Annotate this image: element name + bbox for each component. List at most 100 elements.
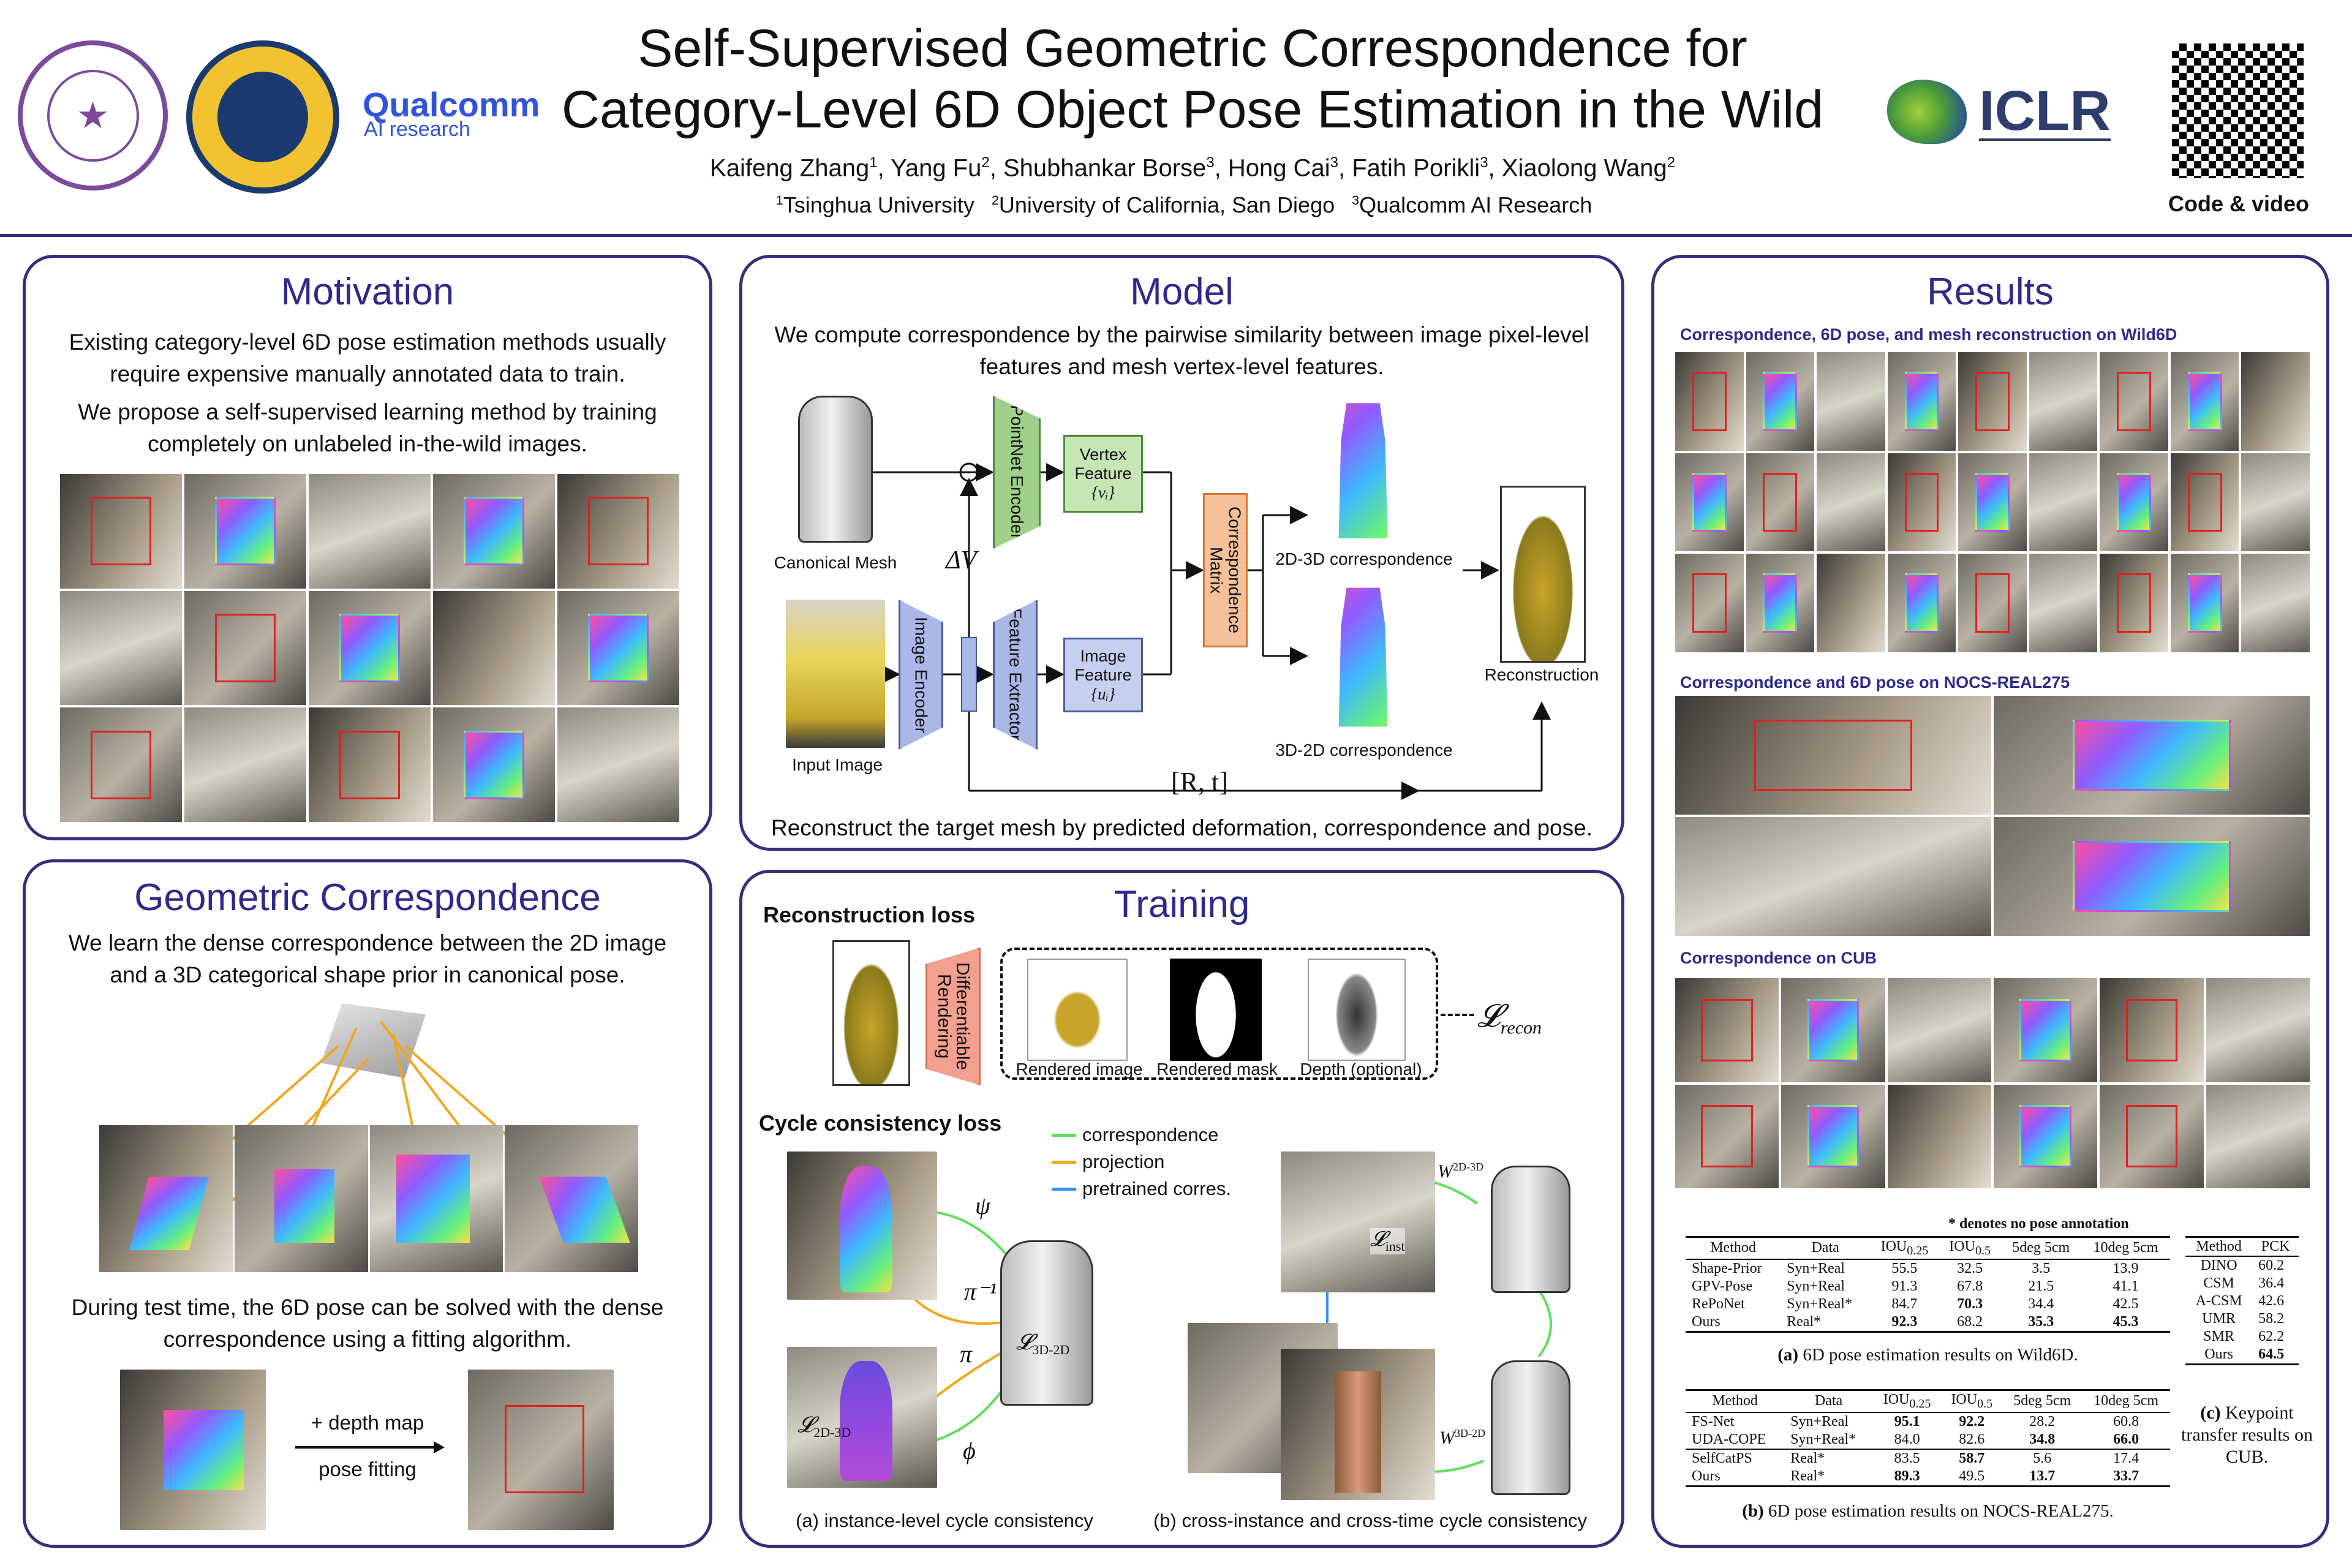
column-header-subscript: 0.5: [1977, 1396, 1993, 1411]
annotation-note: * denotes no pose annotation: [1948, 1216, 2129, 1232]
star-icon: ★: [47, 69, 139, 162]
result-image: [1781, 1084, 1885, 1188]
table-cell: 68.2: [1957, 1313, 1983, 1330]
result-image: [2100, 554, 2168, 652]
author-name: Yang Fu: [891, 154, 982, 182]
depth-map-label: + depth map: [311, 1411, 424, 1434]
table-c-caption: (c) Keypoint transfer results on CUB.: [2181, 1403, 2313, 1467]
result-image: [2029, 453, 2098, 552]
arrowhead-icon: [434, 1441, 445, 1453]
results-subheading-cub: Correspondence on CUB: [1680, 949, 1877, 967]
author-name: Fatih Porikli: [1352, 154, 1480, 182]
table-cell: Ours: [1692, 1468, 1721, 1484]
result-image: [1675, 352, 1744, 451]
table-b-caption: (b) 6D pose estimation results on NOCS-R…: [1742, 1501, 2114, 1521]
motivation-text: completely on unlabeled in-the-wild imag…: [148, 431, 587, 456]
table-cell: 13.7: [2029, 1468, 2056, 1484]
model-arrows: [873, 462, 1551, 800]
table-cell: 70.3: [1957, 1295, 1983, 1312]
result-image: [1817, 453, 1885, 552]
arrow-icon: [295, 1446, 440, 1449]
table-cell: 42.5: [2113, 1295, 2139, 1312]
table-cell: 3.5: [2032, 1260, 2051, 1276]
result-image: [1887, 453, 1956, 552]
result-image: [1675, 1084, 1779, 1188]
l-inst-label: 𝓛inst: [1370, 1228, 1405, 1254]
canonical-mesh-image: [798, 396, 873, 543]
column-header: 10deg 5cm: [2093, 1240, 2158, 1256]
table-cell: 91.3: [1891, 1278, 1918, 1294]
cycle-photo-a2: [787, 1347, 937, 1488]
delta-v-label: ΔV: [946, 546, 977, 575]
qr-code[interactable]: [2164, 36, 2312, 186]
author-name: Shubhankar Borse: [1003, 154, 1207, 182]
header-divider: [0, 234, 2352, 237]
table-cell: 13.9: [2113, 1260, 2139, 1276]
result-image: [1887, 352, 1956, 451]
result-image: [60, 474, 182, 589]
result-image: [184, 590, 306, 706]
table-cell: 28.2: [2029, 1413, 2056, 1430]
result-image: [2241, 453, 2310, 552]
column-header-subscript: 0.25: [1909, 1396, 1931, 1411]
ucsd-logo: [186, 40, 339, 194]
geometric-text: During test time, the 6D pose can be sol…: [71, 1295, 664, 1320]
table-cell: 66.0: [2113, 1431, 2139, 1447]
table-cell: 35.3: [2028, 1313, 2054, 1330]
caption-a: (a) instance-level cycle consistency: [796, 1510, 1093, 1531]
table-cell: 21.5: [2028, 1278, 2054, 1294]
table-cell: 45.3: [2113, 1313, 2139, 1330]
table-cell: 49.5: [1959, 1468, 1985, 1484]
cycle-photo-b1: [1281, 1152, 1435, 1292]
author-name: Kaifeng Zhang: [710, 154, 870, 182]
results-panel: Results Correspondence, 6D pose, and mes…: [1651, 255, 2329, 1548]
column-header: PCK: [2261, 1238, 2290, 1254]
pointnet-encoder: PointNet Encoder: [993, 396, 1041, 549]
corr-2d3d-image: [1338, 403, 1388, 538]
column-header-subscript: 0.5: [1975, 1243, 1991, 1257]
author-affiliation: 2: [981, 154, 990, 171]
table-cell: 58.2: [2258, 1311, 2285, 1327]
table-cell: 67.8: [1957, 1278, 1983, 1294]
results-subheading-nocs: Correspondence and 6D pose on NOCS-REAL2…: [1680, 673, 2070, 692]
result-image: [1994, 696, 2310, 815]
result-image: [2029, 554, 2098, 652]
result-image: [1746, 453, 1815, 552]
table-cell: Real*: [1790, 1468, 1825, 1484]
table-cell: Syn+Real*: [1790, 1431, 1856, 1447]
table-cell: 83.5: [1894, 1450, 1920, 1466]
result-image: [433, 474, 555, 589]
result-image: [1887, 1084, 1991, 1188]
column-header: Method: [1710, 1240, 1756, 1256]
result-image: [433, 707, 555, 822]
nocs-image-grid: [1675, 696, 2310, 936]
corr-3d2d-label: 3D-2D correspondence: [1275, 741, 1453, 760]
result-image: [1993, 978, 2098, 1082]
reconstruction-label: Reconstruction: [1484, 665, 1599, 684]
recon-bottle: [832, 940, 910, 1086]
result-image: [309, 474, 431, 589]
geometric-text: We learn the dense correspondence betwee…: [68, 930, 667, 956]
result-image: [2029, 352, 2098, 451]
render-outputs-box: [1000, 948, 1438, 1080]
poster-title-line1: Self-Supervised Geometric Correspondence…: [638, 19, 1747, 78]
table-cell: 34.4: [2028, 1295, 2054, 1312]
table-cell: DINO: [2200, 1257, 2237, 1273]
affiliation-number: 3: [1352, 192, 1360, 208]
model-panel: Model We compute correspondence by the p…: [739, 255, 1624, 851]
table-cell: 41.1: [2113, 1278, 2139, 1294]
poster-title-line2: Category-Level 6D Object Pose Estimation…: [561, 80, 1824, 139]
result-image: [557, 590, 679, 706]
result-image: [60, 590, 182, 706]
result-image: [1958, 352, 2027, 451]
qualcomm-subtitle: AI research: [364, 118, 470, 141]
image-encoder: Image Encoder: [899, 600, 943, 750]
table-cell: GPV-Pose: [1692, 1278, 1753, 1294]
geometric-title: Geometric Correspondence: [134, 876, 601, 919]
table-cell: 62.2: [2258, 1329, 2285, 1344]
